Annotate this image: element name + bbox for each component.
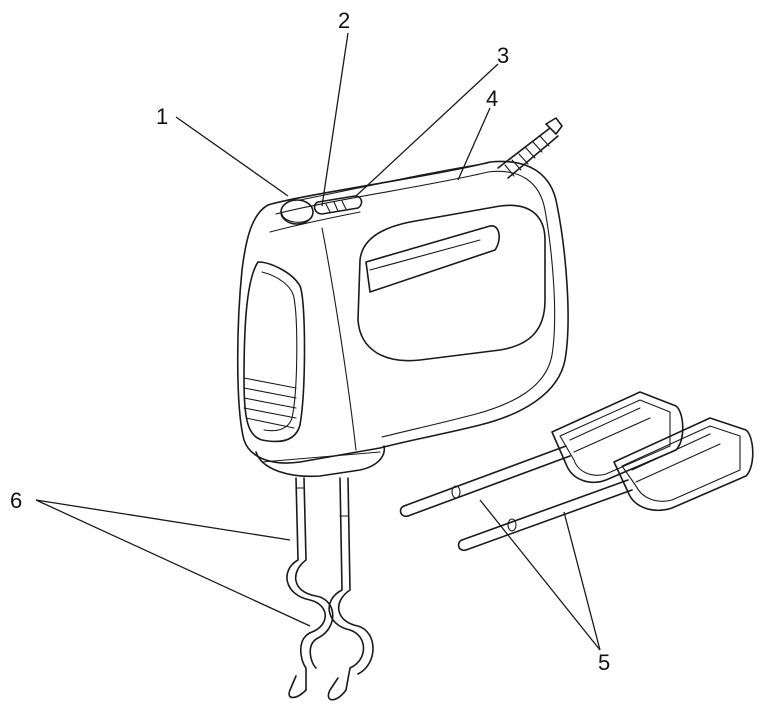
callout-1: 1 xyxy=(156,104,168,129)
leader-1 xyxy=(175,116,289,197)
beaters xyxy=(399,391,754,552)
leader-5a xyxy=(479,499,601,651)
mixer-body xyxy=(236,160,569,478)
leader-6b xyxy=(35,499,311,627)
leader-5b xyxy=(563,511,601,651)
callout-3: 3 xyxy=(497,43,509,68)
leader-lines xyxy=(35,32,601,651)
mixer-handle xyxy=(357,204,546,362)
leader-4 xyxy=(457,107,491,181)
leader-6a xyxy=(35,499,291,541)
callout-labels: 1 2 3 4 5 6 xyxy=(10,8,610,675)
power-cord xyxy=(497,117,563,179)
callout-4: 4 xyxy=(486,86,498,111)
leader-2 xyxy=(321,32,349,207)
callout-6: 6 xyxy=(10,488,22,513)
dough-hooks xyxy=(286,477,374,701)
callout-5: 5 xyxy=(598,650,610,675)
leader-3 xyxy=(355,63,499,197)
callout-2: 2 xyxy=(338,8,350,33)
